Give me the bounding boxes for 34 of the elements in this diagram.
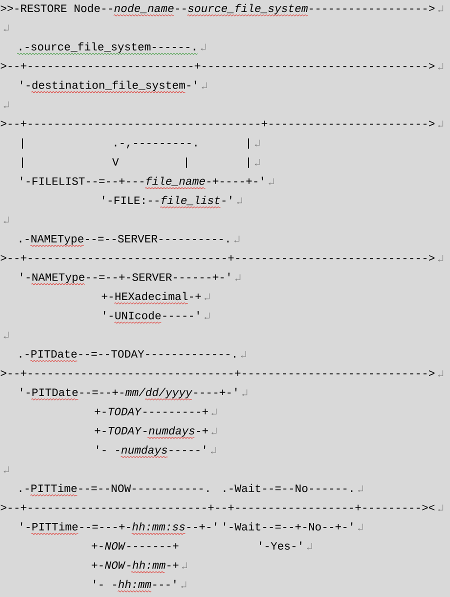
syntax-text: >--+-----------------------------------+------------------------> xyxy=(0,120,434,126)
syntax-text: '-FILE:--file_list-' xyxy=(102,196,232,206)
syntax-text: .-PITDate--=--TODAY-------------. xyxy=(20,350,236,358)
syntax-text: .-source_file_system------. xyxy=(20,42,196,53)
syntax-text: .-PITTime--=--NOW-----------. xyxy=(20,484,208,492)
syntax-text: | xyxy=(22,158,23,168)
syntax-text: >--+-------------------------+----------------------------------> xyxy=(0,63,434,69)
syntax-text: '- -hh:mm---' xyxy=(94,580,176,588)
syntax-text: +-HEXadecimal-+ xyxy=(102,292,201,300)
syntax-text: '-NAMEType--=--+-SERVER------+-' xyxy=(20,272,230,284)
syntax-text: '-destination_file_system-' xyxy=(20,80,196,92)
syntax-text: .-,---------. xyxy=(114,143,196,148)
syntax-text: .-NAMEType--=--SERVER----------. xyxy=(20,234,229,245)
syntax-text: '-Wait--=--+-No--+-' xyxy=(224,522,352,530)
syntax-text: +-TODAY---------+ xyxy=(94,408,208,416)
syntax-text: | xyxy=(186,158,187,168)
syntax-text: | xyxy=(22,138,23,149)
syntax-text: | xyxy=(248,138,249,149)
syntax-text: '-Yes-' xyxy=(260,542,302,550)
syntax-text: '-UNIcode-----' xyxy=(104,311,199,320)
syntax-text: '- -numdays-----' xyxy=(96,446,206,456)
syntax-text: '-PITTime--=---+-hh:mm:ss--+-' xyxy=(20,522,216,530)
syntax-text: >--+-------------------------------+----------------------------> xyxy=(0,370,434,376)
syntax-text: +-NOW-hh:mm-+ xyxy=(92,560,178,569)
syntax-text: >--+------------------------------+-----------------------------> xyxy=(0,255,434,261)
syntax-text: >--+---------------------------+--+------------------+--------->< xyxy=(0,504,434,510)
syntax-text: V xyxy=(112,158,119,166)
syntax-text: '-FILELIST--=--+---file_name-+----+-' xyxy=(20,176,264,186)
syntax-text: .-Wait--=--No------. xyxy=(224,484,352,492)
syntax-text: +-NOW-------+ xyxy=(92,542,178,550)
syntax-text: | xyxy=(248,158,249,168)
syntax-text: >>-RESTORE Node--node_name--source_file_system------------------> xyxy=(0,4,434,14)
syntax-text: '-PITDate--=--+-mm/dd/yyyy----+-' xyxy=(20,388,236,398)
syntax-text: +-TODAY-numdays-+ xyxy=(94,426,208,437)
